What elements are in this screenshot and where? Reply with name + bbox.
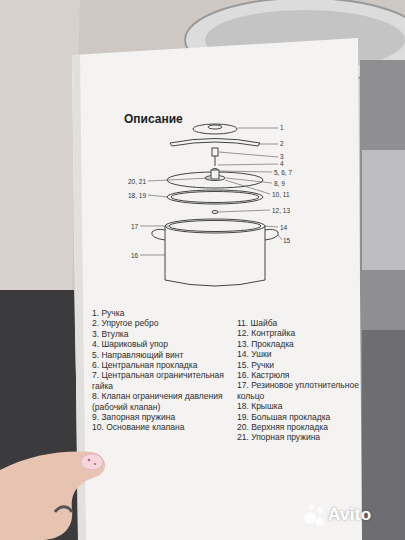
parts-list-item: 9. Запорная пружина [92,412,232,422]
parts-list-column: 1. Ручка2. Упругое ребро3. Втулка4. Шари… [92,308,232,433]
callout-number: 1 [280,124,284,131]
parts-list-item: 16. Кастрюля [237,370,359,380]
parts-list-item: 8. Клапан ограничения давления (рабочий … [92,391,232,412]
callout-number: 4 [280,160,284,167]
parts-list-item: 11. Шайба [237,318,359,328]
parts-list-item: 14. Ушки [237,349,359,359]
callout-number: 18, 19 [128,192,146,199]
parts-list-item: 1. Ручка [92,308,232,318]
parts-list-item: 18. Крышка [237,401,359,411]
callout-number: 16 [131,252,138,259]
parts-list-item: 10. Основание клапана [92,422,232,432]
callout-number: 12, 13 [272,207,290,214]
parts-list-item: 7. Центральная ограничительная гайка [92,370,232,391]
callout-number: 5, 6, 7 [274,169,292,176]
parts-list-item: 17. Резиновое уплотнительное кольцо [237,380,359,401]
callout-number: 15 [283,237,290,244]
callout-number: 3 [280,153,284,160]
callout-number: 14 [280,224,287,231]
parts-list-item: 13. Прокладка [237,339,359,349]
parts-list-item: 6. Центральная прокладка [92,360,232,370]
parts-list-item: 4. Шариковый упор [92,339,232,349]
parts-list-item: 21. Упорная пружина [237,432,359,442]
parts-list-item: 15. Ручки [237,360,359,370]
callout-number: 10, 11 [272,191,290,198]
callout-number: 20, 21 [128,178,146,185]
parts-list-item: 19. Большая прокладка [237,412,359,422]
callout-number: 17 [131,223,138,230]
parts-list-column: 11. Шайба12. Контргайка13. Прокладка14. … [237,318,359,443]
parts-list-item: 5. Направляющий винт [92,350,232,360]
watermark: Avito [328,505,371,525]
parts-list-item: 20. Верхняя прокладка [237,422,359,432]
parts-list-item: 3. Втулка [92,329,232,339]
parts-list-item: 2. Упругое ребро [92,318,232,328]
section-title: Описание [124,112,183,126]
callout-number: 2 [280,140,284,147]
parts-list-item: 12. Контргайка [237,328,359,338]
callout-number: 8, 9 [274,180,285,187]
